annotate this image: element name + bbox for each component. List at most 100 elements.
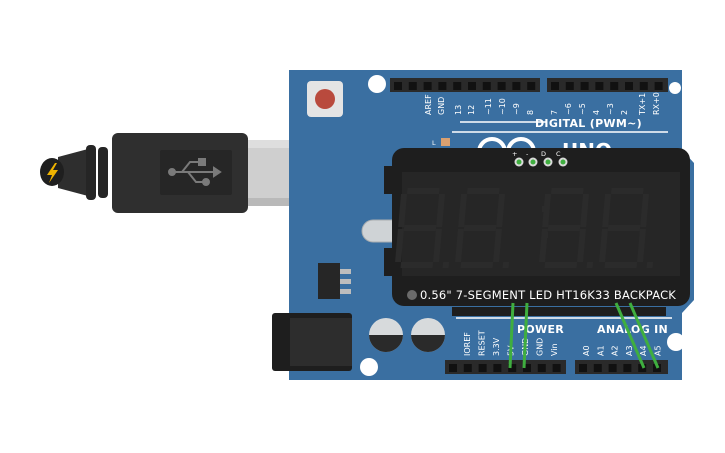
digital-pin-label: ~5 [578, 103, 587, 115]
digital-pin-label: 13 [454, 105, 463, 115]
segment [493, 229, 502, 262]
header-hole [497, 82, 506, 90]
header-hole [551, 82, 559, 90]
segment [637, 229, 646, 262]
digital-pin-label: 12 [467, 105, 476, 115]
header-hole [625, 82, 633, 90]
analog-pin-label: A0 [582, 345, 591, 356]
header-hole [478, 364, 487, 372]
header-hole [654, 82, 663, 90]
header-hole [408, 82, 417, 90]
segment [544, 262, 578, 268]
decimal-point [646, 262, 654, 268]
header-hole [623, 364, 632, 372]
analog-pin-label: A5 [654, 345, 663, 356]
header-hole [438, 82, 447, 90]
header-hole [593, 364, 602, 372]
digital-pin-label: 2 [620, 110, 629, 115]
header-hole [610, 82, 619, 90]
backpack-screw-hole [407, 290, 417, 300]
digital-pin-label: ~3 [606, 103, 615, 115]
segment [551, 188, 584, 194]
header-hole [512, 82, 521, 90]
segment [455, 229, 464, 262]
power-header-title: POWER [517, 323, 564, 336]
power-pin-label: IOREF [463, 332, 472, 356]
digital-pin-label: 8 [526, 110, 535, 115]
segment [395, 229, 404, 262]
wire-5v[interactable] [508, 302, 515, 369]
digital-pin-label: ~11 [484, 98, 493, 115]
reset-button[interactable] [307, 81, 343, 117]
backpack-label: 0.56" 7-SEGMENT LED HT16K33 BACKPACK [420, 288, 676, 302]
digit [599, 188, 654, 268]
segment [607, 225, 641, 231]
segment [460, 262, 494, 268]
header-hole [565, 82, 574, 90]
segment [496, 194, 506, 227]
power-pin-label: Vin [550, 343, 559, 356]
header-hole [508, 364, 517, 372]
header-hole [463, 364, 472, 372]
digit [455, 188, 510, 268]
digital-pin-label: ~9 [512, 103, 521, 115]
led-l-label: L [432, 139, 436, 147]
decimal-point [502, 262, 510, 268]
header-hole [595, 82, 604, 90]
segment [547, 225, 581, 231]
header-hole [523, 364, 531, 372]
header-hole [468, 82, 476, 90]
digital-pin-label: ~10 [498, 98, 507, 115]
digit [395, 188, 450, 268]
segment [577, 229, 586, 262]
voltage-regulator [318, 263, 351, 299]
analog-pin-label: A2 [611, 345, 620, 356]
wire-a5-scl[interactable] [628, 302, 660, 369]
segment [602, 194, 612, 227]
digital-pin-label: ~6 [564, 103, 573, 115]
segment [580, 194, 590, 227]
segment [403, 225, 437, 231]
segment [458, 194, 468, 227]
header-hole [537, 364, 546, 372]
digital-pin-label: 4 [592, 110, 601, 115]
header-hole [527, 82, 536, 90]
segment [604, 262, 638, 268]
header-hole [639, 82, 648, 90]
segment [398, 194, 408, 227]
header-hole [579, 364, 587, 372]
segment [400, 262, 434, 268]
backpack-pin-label: D [541, 150, 546, 158]
segment [463, 225, 497, 231]
decimal-point [442, 262, 450, 268]
segment [599, 229, 608, 262]
led-l [441, 138, 450, 146]
power-header[interactable] [445, 360, 566, 374]
wire-gnd[interactable] [522, 302, 529, 369]
wire-a4-sda[interactable] [614, 302, 646, 369]
header-hole [580, 82, 589, 90]
header-hole [394, 82, 402, 90]
segment [467, 188, 500, 194]
header-hole [423, 82, 432, 90]
header-hole [608, 364, 617, 372]
header-hole [482, 82, 491, 90]
digit [539, 188, 594, 268]
header-hole [552, 364, 561, 372]
analog-pin-label: A3 [625, 345, 634, 356]
backpack-pins [514, 157, 568, 167]
capacitor [411, 318, 445, 352]
usb-icon [168, 158, 222, 186]
header-hole [453, 82, 462, 90]
decimal-point [586, 262, 594, 268]
dc-power-jack[interactable] [272, 313, 352, 371]
backpack-pin-label: - [526, 150, 529, 158]
analog-pin-label: A1 [596, 345, 605, 356]
header-hole [638, 364, 647, 372]
digital-pin-label: GND [437, 97, 446, 115]
segment [433, 229, 442, 262]
digital-pin-label: AREF [424, 94, 433, 115]
capacitor [369, 318, 403, 352]
